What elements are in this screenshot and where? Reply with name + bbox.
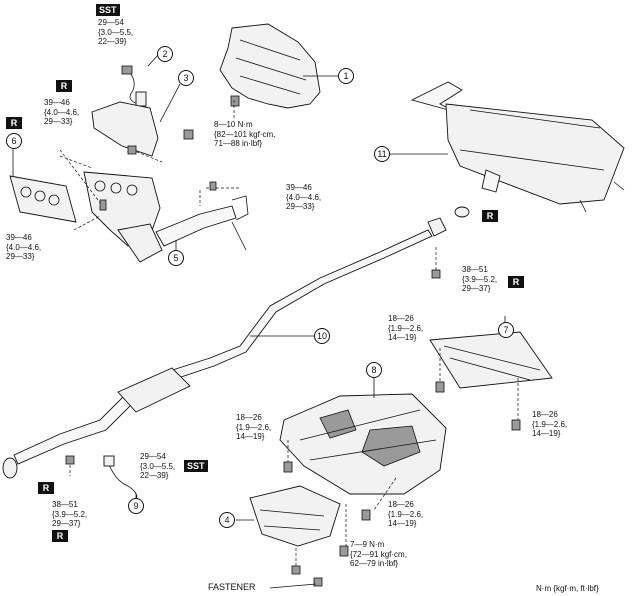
upper-oxygen-sensor-part xyxy=(121,65,147,107)
callout-6: 6 xyxy=(6,133,22,149)
replace-badge-rear-nut: R xyxy=(508,276,524,288)
torque-spec-cover8-lower: 18—26{1.9—2.6,14—19} xyxy=(388,500,424,528)
callout-7: 7 xyxy=(498,322,514,338)
torque-spec-shield4: 7—9 N·m{72—91 kgf·cm,62—79 in·lbf} xyxy=(350,540,407,568)
front-pipe-part xyxy=(155,195,249,251)
torque-spec-rear-nut: 38—51{3.9—5.2,29—37} xyxy=(462,265,498,293)
middle-pipe-part xyxy=(2,217,447,479)
manifold-gasket-part xyxy=(9,175,77,223)
callout-8: 8 xyxy=(366,362,382,378)
sst-badge-lower: SST xyxy=(184,460,208,472)
replace-badge-front-gasket: R xyxy=(38,482,54,494)
torque-spec-front-nut: 38—51{3.9—5.2,29—37} xyxy=(52,500,88,528)
torque-spec-o2-upper: 29—54{3.0—5.5,22—39} xyxy=(98,18,134,46)
fastener-label: FASTENER xyxy=(208,582,256,592)
main-silencer-part xyxy=(410,81,625,213)
replace-badge-front-nut: R xyxy=(52,530,68,542)
callout-5: 5 xyxy=(168,250,184,266)
heat-insulator-part xyxy=(219,23,321,109)
exhaust-manifold-part xyxy=(83,171,163,263)
callout-3: 3 xyxy=(178,70,194,86)
callout-11: 11 xyxy=(374,146,390,162)
torque-spec-flange: 39—46{4.0—4.6,29—33} xyxy=(286,183,322,211)
torque-spec-cover7-left: 18—26{1.9—2.6,14—19} xyxy=(388,314,424,342)
torque-units-note: N·m {kgf·m, ft·lbf} xyxy=(536,584,599,593)
front-under-cover-part xyxy=(279,393,447,495)
torque-spec-cover7-right: 18—26{1.9—2.6,14—19} xyxy=(532,410,568,438)
torque-spec-cover8-left: 18—26{1.9—2.6,14—19} xyxy=(236,413,272,441)
torque-spec-o2-lower: 29—54{3.0—5.5,22—39} xyxy=(140,452,176,480)
torque-spec-heat-bolt: 8—10 N·m{82—101 kgf·cm,71—88 in·lbf} xyxy=(214,120,276,148)
replace-badge-silencer: R xyxy=(482,210,498,222)
replace-badge-gasket: R xyxy=(6,117,22,129)
replace-badge-manifold: R xyxy=(56,80,72,92)
upper-heat-shield-part xyxy=(91,101,159,157)
callout-1: 1 xyxy=(338,68,354,84)
lower-heat-shield-part xyxy=(249,485,341,547)
callout-10: 10 xyxy=(314,328,330,344)
rear-under-cover-part xyxy=(429,331,553,389)
callout-2: 2 xyxy=(157,46,173,62)
callout-4: 4 xyxy=(219,512,235,528)
torque-spec-manifold-left: 39—46{4.0—4.6,29—33} xyxy=(6,233,42,261)
sst-badge-upper: SST xyxy=(96,4,120,16)
bolt-fasteners xyxy=(65,129,521,587)
torque-spec-manifold-upper: 39—46{4.0—4.6,29—33} xyxy=(44,98,80,126)
callout-9: 9 xyxy=(128,498,144,514)
lower-oxygen-sensor-part xyxy=(103,455,138,501)
